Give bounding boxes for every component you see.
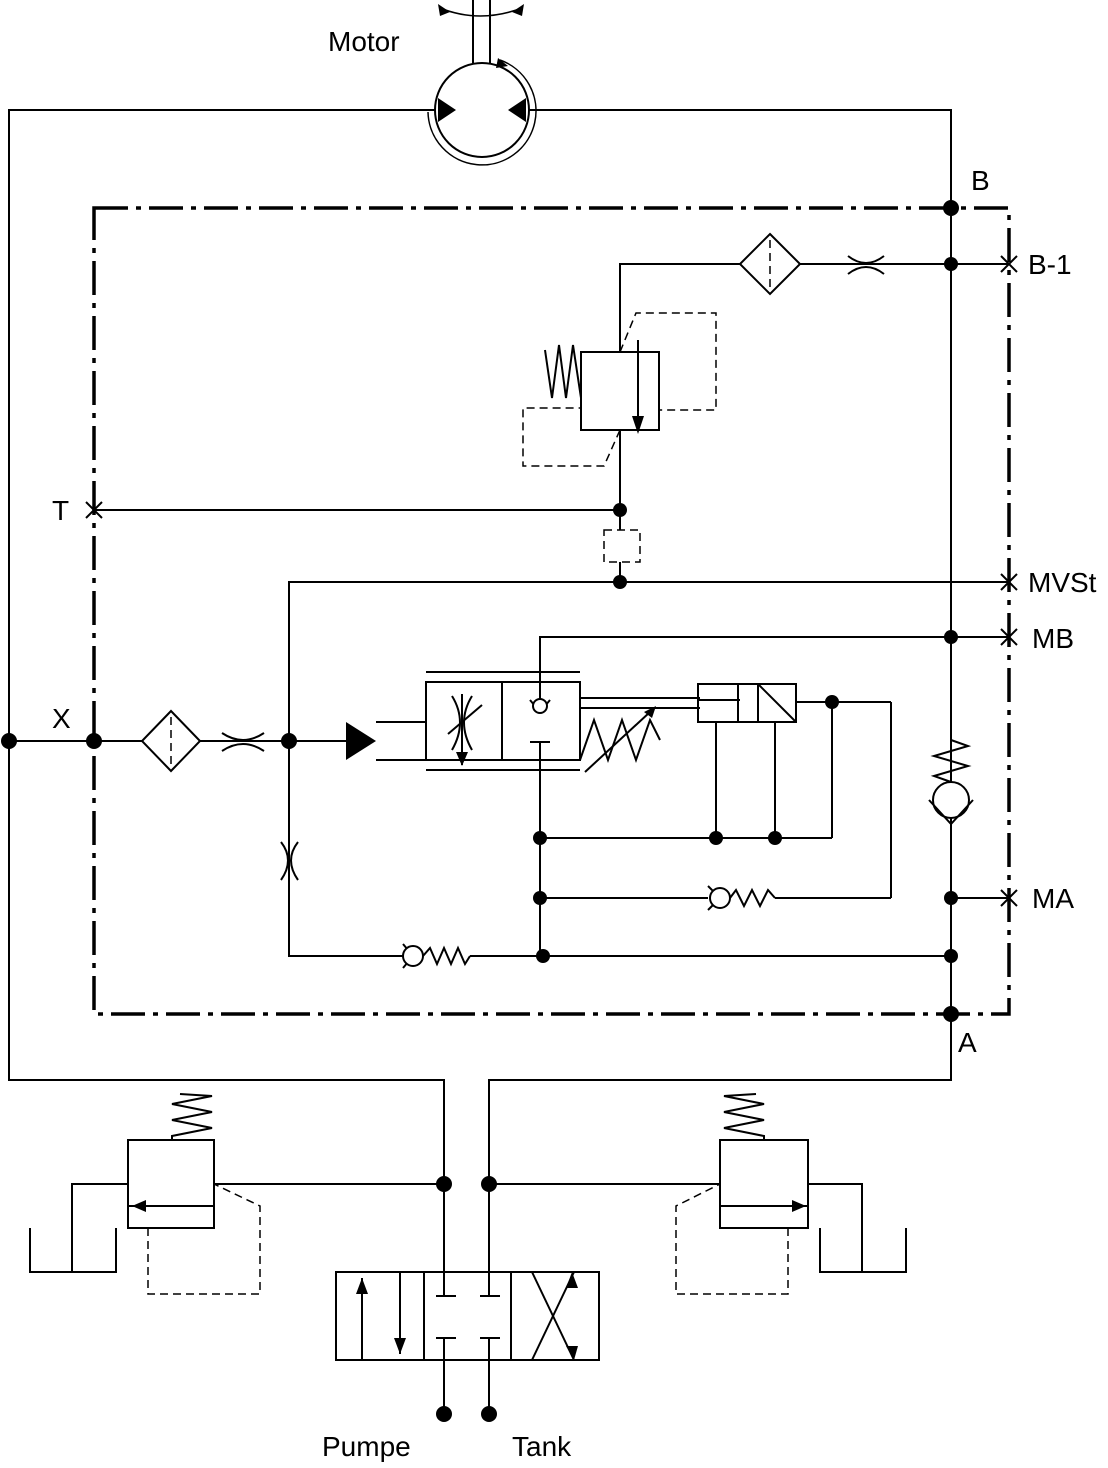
junction-dots bbox=[1, 200, 959, 1422]
outer-loop-lines bbox=[8, 109, 952, 1184]
mvst-line bbox=[288, 581, 1009, 957]
b1-branch bbox=[619, 232, 1009, 352]
port-label-mvst: MVSt bbox=[1028, 567, 1097, 598]
pump-label: Pumpe bbox=[322, 1431, 411, 1462]
port-label-x: X bbox=[52, 703, 71, 734]
check-valve-left bbox=[402, 943, 471, 969]
directional-valve bbox=[335, 1271, 600, 1361]
orifice-symbol-vertical bbox=[280, 841, 299, 881]
pressure-relief-valve bbox=[522, 312, 717, 510]
filter-symbol bbox=[738, 232, 802, 296]
port-markers bbox=[85, 255, 1018, 907]
relief-valve-right bbox=[675, 1093, 907, 1295]
control-valve bbox=[346, 671, 700, 838]
motor-label: Motor bbox=[328, 26, 400, 57]
x-control-line bbox=[9, 709, 346, 881]
dashed-plug bbox=[603, 529, 641, 563]
filter-symbol-x bbox=[140, 709, 202, 773]
hydraulic-motor-symbol bbox=[427, 0, 537, 166]
orifice-symbol bbox=[847, 255, 885, 275]
port-label-b1: B-1 bbox=[1028, 249, 1072, 280]
port-label-t: T bbox=[52, 495, 69, 526]
port-label-a: A bbox=[958, 1027, 977, 1058]
lower-supply-lines bbox=[214, 1183, 720, 1414]
relief-valve-left bbox=[29, 1093, 261, 1295]
valve-block-border bbox=[92, 206, 1011, 1016]
servo-cylinder bbox=[697, 683, 892, 898]
check-valve-main bbox=[928, 739, 974, 826]
tank-label: Tank bbox=[512, 1431, 572, 1462]
orifice-symbol-x bbox=[221, 732, 265, 752]
tank-line bbox=[94, 509, 641, 582]
port-label-b: B bbox=[971, 165, 990, 196]
port-label-mb: MB bbox=[1032, 623, 1074, 654]
mb-line bbox=[539, 636, 1009, 695]
check-valve-right bbox=[707, 885, 776, 911]
port-label-ma: MA bbox=[1032, 883, 1074, 914]
